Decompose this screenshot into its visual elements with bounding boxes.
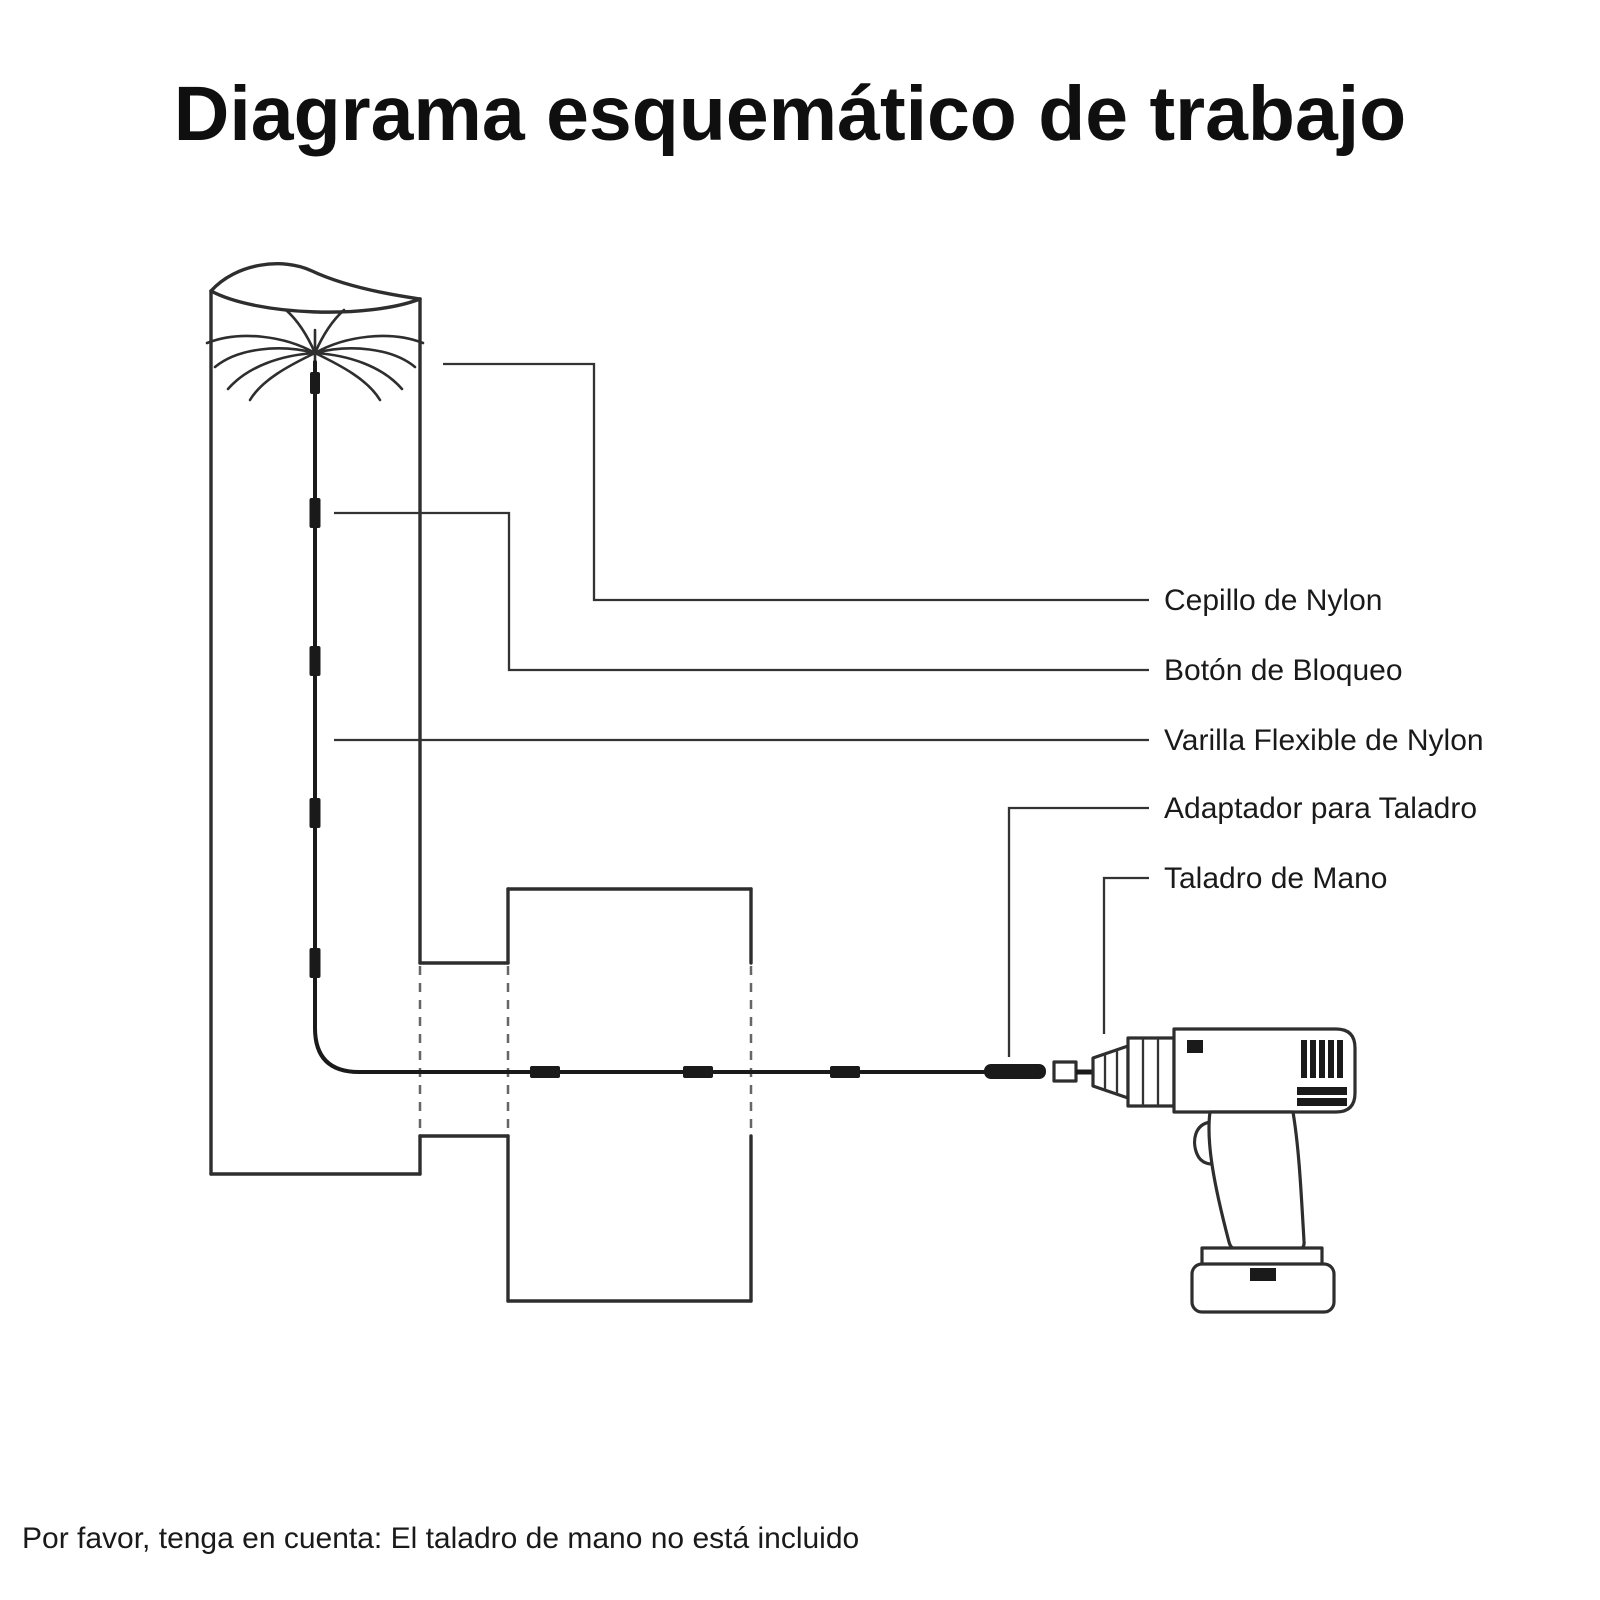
adapter-collar: [1052, 1060, 1078, 1083]
leader-lines: [334, 362, 1149, 1057]
brush-bristle: [313, 351, 382, 402]
rod-connector: [309, 798, 321, 828]
drill-battery-pack: [1190, 1262, 1336, 1314]
drill-nose-cone: [1091, 1044, 1130, 1100]
brush-bristle: [313, 334, 425, 355]
drill-battery-latch: [1250, 1268, 1276, 1281]
label-hand-drill: Taladro de Mano: [1164, 862, 1387, 895]
drill-vent-bar: [1319, 1040, 1325, 1078]
brush-bristle: [213, 347, 317, 369]
label-flexible-rod: Varilla Flexible de Nylon: [1164, 724, 1484, 757]
leader-line-drill: [1102, 876, 1149, 1034]
drill-switch: [1187, 1040, 1203, 1053]
leader-line-lock-button: [334, 511, 1149, 672]
brush-bristle: [313, 308, 346, 355]
pipe-top-rim-back: [209, 262, 422, 301]
drill-chuck: [1126, 1036, 1176, 1108]
rod-connector-lock-button: [309, 498, 321, 528]
flexible-rod-illustration: [309, 360, 988, 1078]
drill-vent-bar: [1310, 1040, 1316, 1078]
flexible-rod-line: [313, 360, 988, 1074]
nylon-brush-illustration: [205, 308, 425, 402]
leader-line-brush: [443, 362, 1149, 602]
label-drill-adapter: Adaptador para Taladro: [1164, 792, 1477, 825]
rod-connector: [830, 1066, 860, 1078]
brush-bristle: [313, 351, 404, 391]
drill-vent-bar: [1337, 1040, 1343, 1078]
rod-connector: [310, 372, 320, 394]
drill-vent-bar: [1328, 1040, 1334, 1078]
drill-adapter-illustration: [984, 1060, 1093, 1083]
rod-connector: [309, 948, 321, 978]
drill-adapter-shank: [984, 1064, 1046, 1079]
leader-line-adapter: [1007, 806, 1149, 1057]
brush-bristle: [284, 308, 317, 355]
label-nylon-brush: Cepillo de Nylon: [1164, 584, 1382, 617]
chimney-pipe-illustration: [209, 262, 422, 1176]
wall-box-illustration: [418, 887, 753, 1303]
drill-vent-bar: [1301, 1040, 1307, 1078]
hand-drill-illustration: [1091, 1027, 1357, 1314]
label-lock-button: Botón de Bloqueo: [1164, 654, 1403, 687]
rod-connector: [683, 1066, 713, 1078]
diagram-labels: Cepillo de Nylon Botón de Bloqueo Varill…: [1164, 584, 1484, 895]
drill-handle: [1207, 1110, 1306, 1252]
pipe-top-rim-front: [209, 289, 422, 314]
brush-bristle: [248, 351, 317, 402]
brush-bristle: [313, 347, 417, 369]
drill-clip-bar: [1297, 1098, 1347, 1106]
rod-connector: [309, 646, 321, 676]
rod-connector: [530, 1066, 560, 1078]
page-title: Diagrama esquemático de trabajo: [174, 71, 1406, 157]
brush-bristle: [205, 334, 317, 355]
brush-bristle: [226, 351, 317, 391]
drill-clip-bar: [1297, 1087, 1347, 1095]
footer-note: Por favor, tenga en cuenta: El taladro d…: [22, 1522, 859, 1555]
